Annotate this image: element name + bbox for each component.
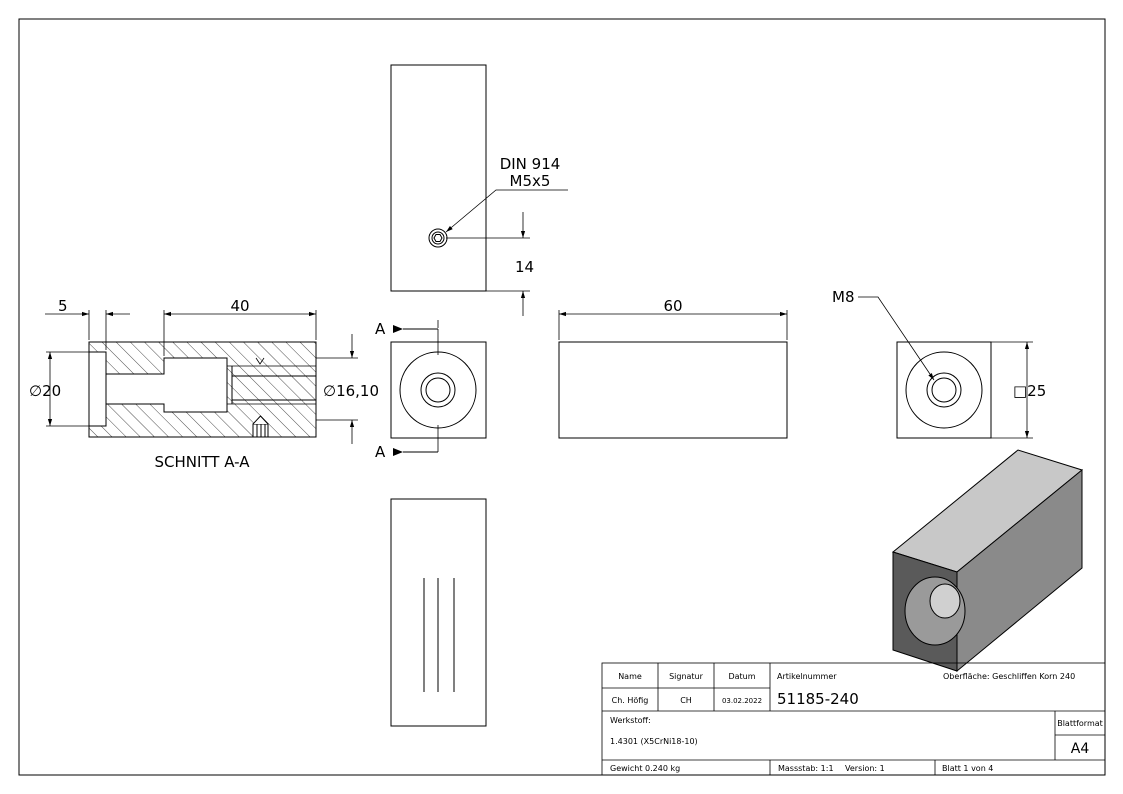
tb-datum-value: 03.02.2022 bbox=[722, 697, 762, 705]
tb-signatur-value: CH bbox=[680, 696, 692, 705]
section-dimensions bbox=[45, 310, 358, 444]
tb-name-header: Name bbox=[618, 672, 642, 681]
dim-60-label: 60 bbox=[663, 297, 682, 315]
bottom-view bbox=[390, 498, 487, 727]
tb-blattformat-value: A4 bbox=[1071, 741, 1090, 757]
front-view bbox=[390, 320, 487, 456]
tb-artikelnummer-label: Artikelnummer bbox=[777, 672, 837, 681]
tb-article-number: 51185-240 bbox=[777, 690, 859, 708]
tb-datum-header: Datum bbox=[728, 672, 755, 681]
m8-label: M8 bbox=[832, 288, 855, 306]
dim-40-label: 40 bbox=[230, 297, 249, 315]
tb-massstab: Massstab: 1:1 bbox=[778, 764, 834, 773]
dim-5-label: 5 bbox=[58, 297, 68, 315]
square-25-label: □25 bbox=[1013, 382, 1046, 400]
dia-20-label: ∅20 bbox=[29, 382, 61, 400]
section-marker-a-top: A bbox=[375, 320, 386, 338]
dim-14-label: 14 bbox=[515, 258, 534, 276]
tb-blattformat-label: Blattformat bbox=[1057, 719, 1103, 728]
tb-werkstoff-label: Werkstoff: bbox=[610, 716, 651, 725]
sheet-border bbox=[18, 18, 1106, 776]
tb-name-value: Ch. Höfig bbox=[612, 696, 649, 705]
end-view bbox=[858, 296, 1033, 439]
top-view bbox=[390, 64, 568, 316]
tb-blatt: Blatt 1 von 4 bbox=[942, 764, 993, 773]
din-914-label: DIN 914 bbox=[500, 155, 561, 173]
tb-signatur-header: Signatur bbox=[669, 672, 704, 681]
tb-gewicht: Gewicht 0.240 kg bbox=[610, 764, 680, 773]
dia-1610-label: ∅16,10 bbox=[323, 382, 379, 400]
tb-oberflaeche: Oberfläche: Geschliffen Korn 240 bbox=[943, 672, 1075, 681]
tb-version: Version: 1 bbox=[845, 764, 885, 773]
section-caption: SCHNITT A-A bbox=[154, 453, 250, 471]
section-view bbox=[88, 341, 317, 438]
m5x5-label: M5x5 bbox=[510, 172, 551, 190]
section-marker-a-bottom: A bbox=[375, 443, 386, 461]
side-view bbox=[558, 310, 788, 439]
tb-werkstoff-value: 1.4301 (X5CrNi18-10) bbox=[610, 737, 698, 746]
isometric-view bbox=[891, 449, 1084, 673]
title-block bbox=[601, 662, 1106, 776]
